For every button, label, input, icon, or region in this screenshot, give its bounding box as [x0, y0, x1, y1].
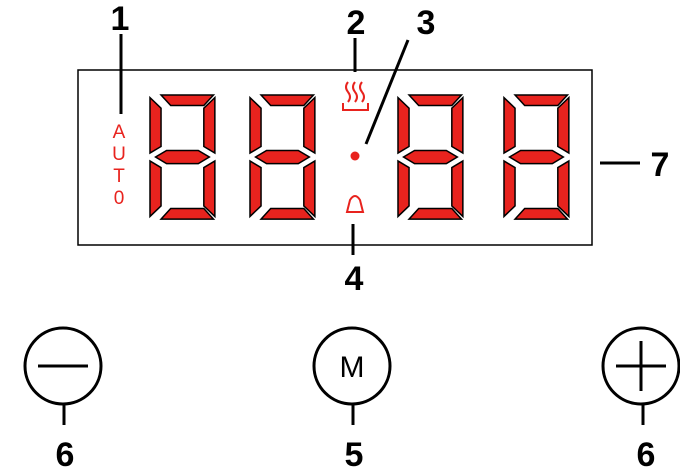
digit-3-segment-g [404, 150, 458, 163]
callout-2: 2 [347, 4, 366, 42]
digit-1-segment-b [204, 98, 215, 153]
digit-2-segment-d [261, 209, 313, 220]
digit-2 [250, 95, 315, 219]
steam-icon [342, 81, 369, 111]
callout-7: 7 [651, 146, 670, 184]
steam-wave-2 [352, 81, 358, 103]
digit-4-segment-e [504, 161, 515, 216]
digit-4 [504, 95, 569, 219]
mode-button-label: M [340, 351, 365, 384]
callout-1: 1 [111, 0, 130, 38]
steam-base [342, 103, 369, 111]
mode-button-ring[interactable] [312, 326, 392, 406]
digit-4-segment-a [515, 95, 567, 106]
auto-letter-u: U [112, 144, 126, 165]
digit-3 [398, 95, 463, 219]
digit-2-segment-e [250, 161, 261, 216]
digit-3-segment-a [409, 95, 461, 106]
callout-5: 5 [345, 436, 364, 474]
digit-3-segment-e [398, 161, 409, 216]
digit-3-segment-f [398, 98, 409, 153]
digit-1-segment-e [150, 161, 161, 216]
digit-3-segment-d [409, 209, 461, 220]
steam-wave-3 [359, 81, 365, 103]
callout-6-right: 6 [637, 436, 656, 474]
digit-1-segment-g [156, 150, 210, 163]
digit-2-segment-f [250, 98, 261, 153]
digit-3-segment-c [452, 161, 463, 216]
digit-1 [150, 95, 215, 219]
callout-4: 4 [345, 260, 364, 298]
digit-4-segment-g [510, 150, 564, 163]
auto-indicator: A U T 0 [112, 122, 126, 209]
digit-2-segment-b [304, 98, 315, 153]
auto-letter-t: T [113, 166, 125, 187]
auto-letter-0: 0 [114, 188, 125, 209]
digit-4-segment-d [515, 209, 567, 220]
digit-1-segment-d [161, 209, 213, 220]
digit-4-segment-c [558, 161, 569, 216]
digit-1-segment-c [204, 161, 215, 216]
auto-letter-a: A [113, 122, 126, 143]
digit-2-segment-c [304, 161, 315, 216]
digit-2-segment-g [256, 150, 310, 163]
digit-1-segment-f [150, 98, 161, 153]
digit-4-segment-b [558, 98, 569, 153]
leader-3 [364, 39, 410, 145]
digit-2-segment-a [261, 95, 313, 106]
digit-4-segment-f [504, 98, 515, 153]
steam-wave-1 [345, 81, 351, 103]
mode-button[interactable]: M [312, 326, 392, 406]
digit-1-segment-a [161, 95, 213, 106]
bell-icon [345, 195, 365, 213]
callout-3: 3 [417, 4, 436, 42]
minus-button[interactable] [23, 326, 103, 406]
colon-dot [350, 151, 360, 161]
seven-segment-digits [150, 95, 569, 219]
callout-6-left: 6 [56, 436, 75, 474]
plus-button[interactable] [601, 326, 680, 406]
digit-3-segment-b [452, 98, 463, 153]
